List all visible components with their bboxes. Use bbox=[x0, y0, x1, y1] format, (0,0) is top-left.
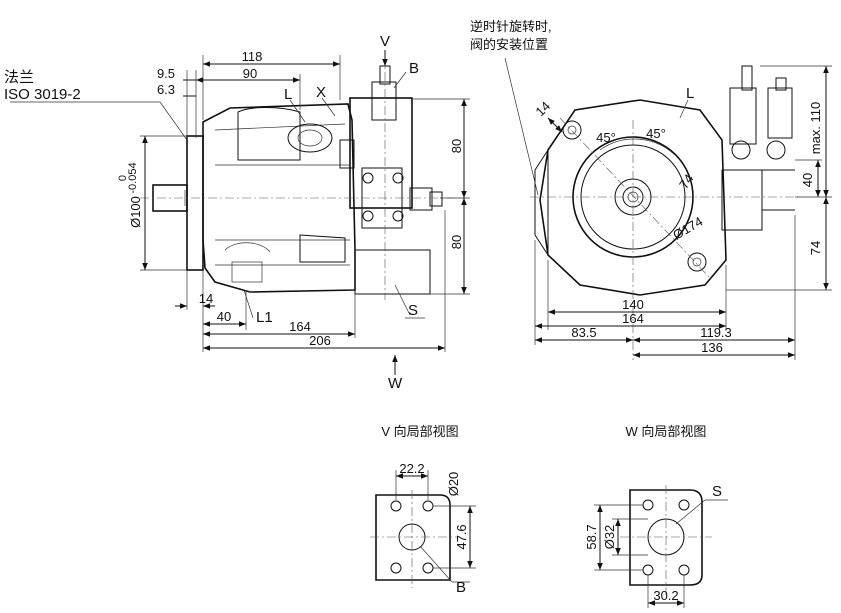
v-view bbox=[370, 470, 476, 588]
label-L1: L1 bbox=[256, 309, 273, 326]
w-view-texts: W 向局部视图 58.7 Ø32 30.2 S bbox=[584, 424, 722, 603]
label-B-v: B bbox=[456, 579, 466, 596]
label-L: L bbox=[284, 86, 292, 103]
label-S: S bbox=[408, 302, 418, 319]
dim-83-5: 83.5 bbox=[571, 325, 596, 340]
v-view-caption: V 向局部视图 bbox=[381, 424, 458, 439]
dim-74-front: 74 bbox=[808, 241, 823, 255]
dim-164-front: 164 bbox=[622, 311, 644, 326]
dim-6-3: 6.3 bbox=[157, 82, 175, 97]
front-view-texts: 逆时针旋转时, 阀的安装位置 14 45° 45° 74 Ø174 max. 1… bbox=[470, 19, 823, 355]
dim-30-2: 30.2 bbox=[653, 588, 678, 603]
dim-max-110: max. 110 bbox=[808, 102, 823, 155]
side-view bbox=[10, 50, 470, 375]
dim-136: 136 bbox=[701, 340, 723, 355]
dim-dia-100: Ø100 bbox=[128, 196, 143, 228]
angle-45-left: 45° bbox=[596, 130, 616, 145]
dim-118: 118 bbox=[242, 49, 263, 64]
dim-119-3: 119.3 bbox=[700, 325, 732, 340]
dim-40: 40 bbox=[217, 309, 231, 324]
v-view-texts: V 向局部视图 22.2 Ø20 47.6 B bbox=[381, 424, 469, 596]
w-view bbox=[594, 485, 728, 608]
label-L-front: L bbox=[686, 85, 694, 102]
label-B: B bbox=[409, 60, 419, 77]
label-X: X bbox=[316, 84, 326, 101]
dim-90: 90 bbox=[243, 66, 257, 81]
dim-140: 140 bbox=[622, 297, 644, 312]
dim-74-diag: 74 bbox=[676, 171, 697, 191]
dim-dia-20: Ø20 bbox=[446, 472, 461, 497]
w-view-caption: W 向局部视图 bbox=[626, 424, 707, 439]
rotation-note-line2: 阀的安装位置 bbox=[470, 37, 548, 52]
dim-dia-32: Ø32 bbox=[602, 525, 617, 550]
dim-14-front: 14 bbox=[532, 98, 553, 119]
dim-tol-upper: 0 bbox=[117, 175, 129, 181]
angle-45-right: 45° bbox=[646, 126, 666, 141]
dim-58-7: 58.7 bbox=[584, 524, 599, 549]
dim-164: 164 bbox=[289, 319, 311, 334]
dim-tol-lower: -0.054 bbox=[127, 162, 139, 193]
dim-80-lower: 80 bbox=[449, 235, 464, 249]
flange-label: 法兰 bbox=[4, 69, 34, 86]
front-view bbox=[504, 57, 832, 360]
dim-80-upper: 80 bbox=[449, 139, 464, 153]
dim-206: 206 bbox=[309, 333, 331, 348]
dim-22-2: 22.2 bbox=[399, 461, 424, 476]
dim-9-5: 9.5 bbox=[157, 66, 175, 81]
dim-47-6: 47.6 bbox=[454, 524, 469, 549]
dim-40-front: 40 bbox=[800, 173, 815, 187]
label-S-w: S bbox=[712, 483, 722, 500]
label-W: W bbox=[388, 375, 403, 392]
rotation-note-line1: 逆时针旋转时, bbox=[470, 19, 552, 34]
label-V: V bbox=[380, 33, 390, 50]
flange-standard: ISO 3019-2 bbox=[4, 86, 81, 103]
dim-14: 14 bbox=[199, 291, 213, 306]
dim-dia-174: Ø174 bbox=[670, 214, 705, 243]
side-view-texts: 法兰 ISO 3019-2 118 90 9.5 6.3 80 80 14 40… bbox=[4, 33, 464, 392]
